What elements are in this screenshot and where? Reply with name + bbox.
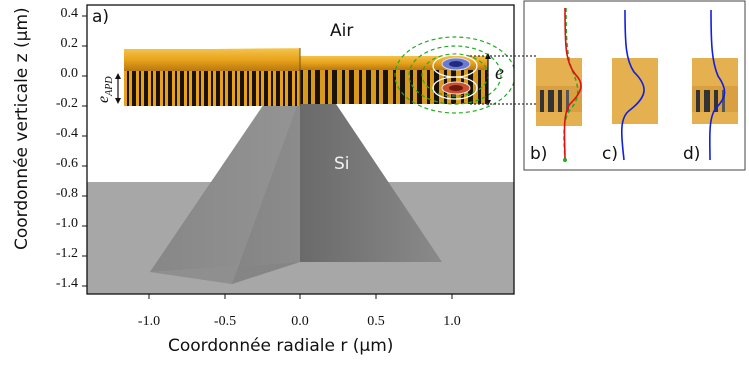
panel-b-profiles (563, 7, 582, 162)
e-thickness-arrow (470, 53, 536, 106)
x-tick-label: 0.5 (367, 314, 385, 329)
e-apd-arrow (115, 73, 121, 104)
y-tick-label: -0.6 (55, 156, 78, 171)
e-apd-subscript: APD (104, 76, 116, 96)
y-tick-label: -1.4 (55, 276, 78, 291)
panel-label-d: d) (683, 144, 701, 164)
x-tick-label: 0.0 (291, 314, 309, 329)
y-tick-label: 0.0 (60, 66, 79, 81)
panel-b-thumbnail (536, 58, 582, 126)
y-tick-label: -0.2 (55, 96, 78, 111)
panel-d-profile (708, 9, 726, 161)
field-contours (394, 36, 514, 114)
x-tick-label: -0.5 (213, 314, 237, 329)
y-axis-title: Coordonnée verticale z (µm) (12, 7, 32, 250)
y-tick-label: -1.2 (55, 246, 78, 261)
panel-label-c: c) (602, 144, 618, 164)
y-tick-label: -0.8 (55, 186, 78, 201)
panel-label-b: b) (530, 144, 548, 164)
x-axis-title: Coordonnée radiale r (µm) (168, 336, 394, 356)
si-label: Si (334, 154, 350, 174)
air-label: Air (330, 21, 354, 41)
y-tick-label: 0.2 (60, 36, 79, 51)
side-panel-frame (523, 0, 746, 171)
y-tick-label: -0.4 (55, 126, 78, 141)
y-tick-label: 0.4 (60, 6, 79, 21)
panel-label-a: a) (92, 7, 110, 27)
x-tick-label: 1.0 (443, 314, 461, 329)
x-tick-marks (148, 294, 453, 299)
y-tick-marks (82, 15, 87, 287)
y-tick-label: -1.0 (55, 216, 78, 231)
si-pyramid-left-shade (150, 98, 300, 284)
e-apd-symbol: e (95, 95, 112, 103)
e-label: e (495, 62, 504, 84)
x-tick-label: -1.0 (137, 314, 161, 329)
e-apd-label: eAPD (95, 76, 115, 103)
panel-c-profile (620, 9, 645, 161)
panel-c-thumbnail (612, 58, 658, 124)
plot-area (87, 5, 514, 294)
apd-disk (124, 48, 488, 106)
si-pyramid-right-face (300, 95, 442, 262)
